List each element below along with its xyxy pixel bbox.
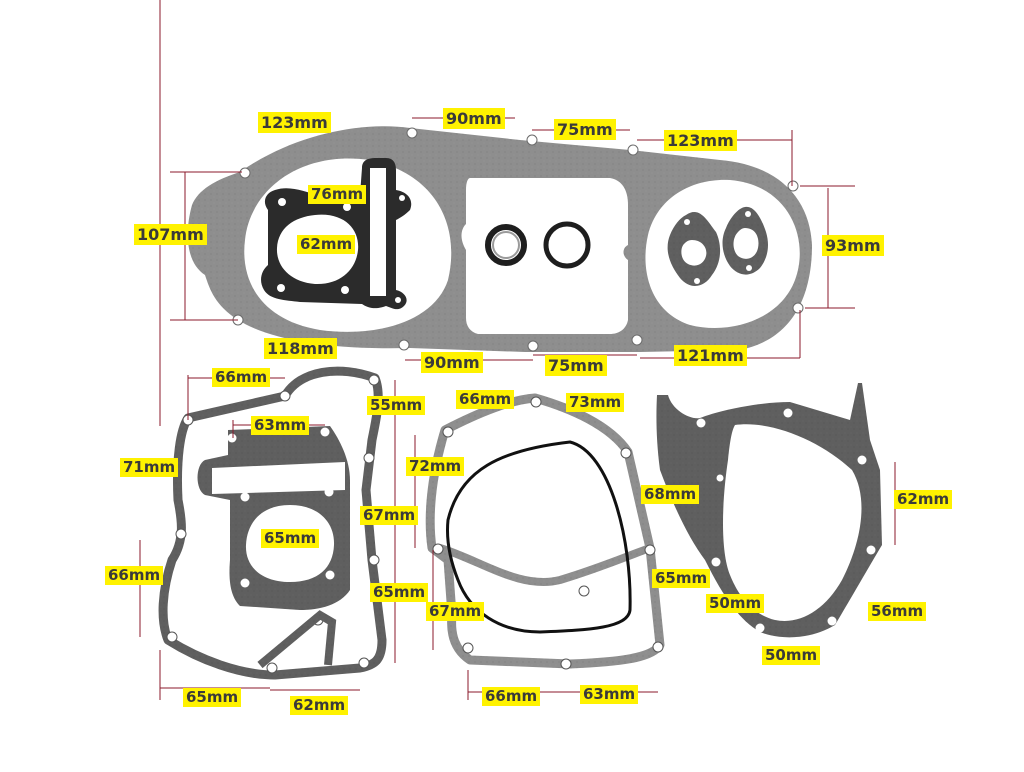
dimension-label-right-height: 93mm	[822, 235, 884, 256]
dimension-label-base-right-mid: 67mm	[360, 506, 419, 525]
dimension-label-bottom-mid1: 90mm	[421, 352, 483, 373]
dimension-label-bottom-left: 118mm	[264, 338, 337, 359]
dimension-label-base-inner-top: 63mm	[251, 416, 310, 435]
dimension-label-top-left: 123mm	[258, 112, 331, 133]
dimension-label-base-bottom-right: 62mm	[290, 696, 349, 715]
dimension-label-base-left-lower: 66mm	[105, 566, 164, 585]
cylinder-base-gasket-inner	[197, 426, 350, 610]
dimension-label-side-top-left: 66mm	[456, 390, 515, 409]
dimension-label-magneto-right-lower: 56mm	[868, 602, 927, 621]
dimension-label-bottom-mid2: 75mm	[545, 355, 607, 376]
dimension-label-base-left-upper: 71mm	[120, 458, 179, 477]
dimension-label-side-bottom-left: 66mm	[482, 687, 541, 706]
dimension-label-base-bottom-left: 65mm	[183, 688, 242, 707]
dimension-label-magneto-left-lower: 50mm	[706, 594, 765, 613]
oil-seals	[485, 221, 591, 269]
dimension-label-bottom-right: 121mm	[674, 345, 747, 366]
dimension-label-top-right: 123mm	[664, 130, 737, 151]
dimension-label-magneto-right-upper: 62mm	[894, 490, 953, 509]
dimension-label-side-top-right: 73mm	[566, 393, 625, 412]
dimension-label-side-bottom-right: 63mm	[580, 685, 639, 704]
o-ring	[446, 440, 632, 634]
dimension-label-side-left-upper: 72mm	[406, 457, 465, 476]
dimension-label-top-mid2: 75mm	[554, 119, 616, 140]
dimension-label-head-bore: 62mm	[297, 235, 356, 254]
intake-gaskets	[667, 206, 768, 286]
dimension-label-top-mid1: 90mm	[443, 108, 505, 129]
cylinder-base-gasket-outer	[158, 366, 387, 680]
dimension-label-base-right-top: 55mm	[367, 396, 426, 415]
cylinder-head-gasket	[261, 158, 412, 310]
crankcase-cover-gasket	[187, 126, 812, 352]
dimension-label-side-right-lower: 65mm	[652, 569, 711, 588]
side-cover-gasket	[425, 393, 665, 670]
dimension-label-left-height: 107mm	[134, 224, 207, 245]
dimension-label-magneto-bottom: 50mm	[762, 646, 821, 665]
dimension-label-side-left-lower: 67mm	[426, 602, 485, 621]
dimension-label-base-right-lower: 65mm	[370, 583, 429, 602]
dimension-label-base-top: 66mm	[212, 368, 271, 387]
dimension-label-side-right-upper: 68mm	[641, 485, 700, 504]
magneto-cover-gasket	[656, 383, 882, 638]
dimension-label-head-hole-span: 76mm	[308, 185, 367, 204]
dimension-label-base-bore: 65mm	[261, 529, 320, 548]
